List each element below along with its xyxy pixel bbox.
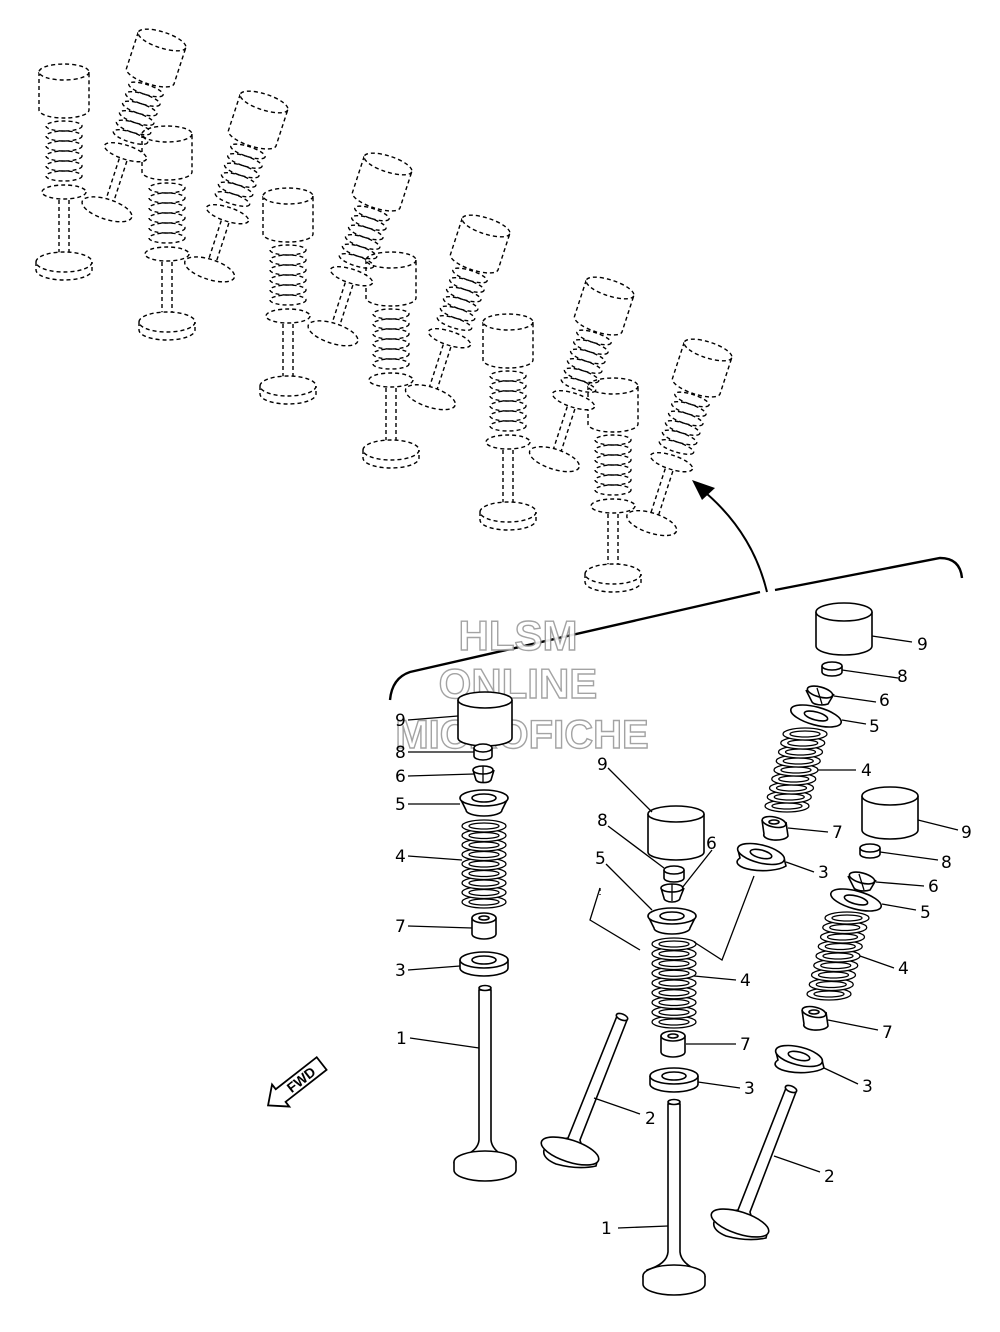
- callout-left-4: 4: [395, 847, 406, 867]
- exhaust-valve-outline: [183, 90, 289, 283]
- callout-left-9: 9: [395, 711, 406, 731]
- exhaust-valve-outline: [404, 214, 511, 411]
- intake-valve: [453, 984, 517, 1182]
- callout-mid-1: 1: [601, 1219, 612, 1239]
- intake-valve-outline: [259, 187, 317, 405]
- intake-valve-outline: [35, 63, 93, 281]
- intake-valve-outline: [479, 313, 537, 531]
- valve-stem-seal: [471, 912, 497, 940]
- valve-spring-retainer: [829, 888, 883, 912]
- callout-left-7: 7: [395, 917, 406, 937]
- spring-seat: [774, 1044, 825, 1074]
- callout-tr-5: 5: [869, 717, 880, 737]
- valve-spring-retainer: [789, 704, 843, 728]
- callout-tr-6: 6: [879, 691, 890, 711]
- valve-spring: [764, 727, 828, 813]
- valve-spring-retainer: [647, 907, 697, 935]
- exhaust-valve: [710, 1084, 798, 1241]
- callout-r-9: 9: [961, 823, 972, 843]
- callout-mid-6: 6: [706, 834, 717, 854]
- valve-spring: [651, 937, 697, 1029]
- callout-r-6: 6: [928, 877, 939, 897]
- valve-lifter: [861, 786, 919, 840]
- valve-stem-seal: [801, 1005, 829, 1031]
- callout-mid-8: 8: [597, 811, 608, 831]
- callout-mid-5: 5: [595, 849, 606, 869]
- valve-pad: [663, 865, 685, 883]
- watermark: HLSM ONLINE MICROFICHE: [395, 611, 650, 757]
- spring-seat: [459, 951, 509, 977]
- callout-r-7: 7: [882, 1023, 893, 1043]
- valve-assembly-middle: [540, 805, 755, 1296]
- callout-left-5: 5: [395, 795, 406, 815]
- callout-left-1: 1: [396, 1029, 407, 1049]
- callout-r-5: 5: [920, 903, 931, 923]
- callout-mid-3: 3: [744, 1079, 755, 1099]
- intake-valve: [642, 1098, 706, 1296]
- valve-lifter: [647, 805, 705, 861]
- intake-valve-outline: [138, 125, 196, 341]
- callout-tr-8: 8: [897, 667, 908, 687]
- callout-r-8: 8: [941, 853, 952, 873]
- intake-valve-outline: [362, 251, 420, 469]
- exhaust-valve: [540, 1012, 629, 1169]
- part-callouts: 9 8 6 5 4 7 3 1 9 8 6 5 4 7 3 2 1 9: [395, 635, 972, 1239]
- detail-bracket: [388, 480, 964, 701]
- valve-stem-seal: [761, 815, 789, 841]
- callout-tr-9: 9: [917, 635, 928, 655]
- callout-r-4: 4: [898, 959, 909, 979]
- callout-left-6: 6: [395, 767, 406, 787]
- valve-spring-retainer: [459, 789, 509, 817]
- exhaust-valve-assembly-top-right: [736, 602, 873, 872]
- callout-left-3: 3: [395, 961, 406, 981]
- callout-r-2: 2: [824, 1167, 835, 1187]
- exhaust-valve-outline: [528, 276, 635, 473]
- spring-seat: [649, 1067, 699, 1093]
- arrow-head: [692, 480, 715, 500]
- valve-pad: [473, 743, 493, 761]
- intake-valve-assembly-left: [453, 691, 517, 1182]
- watermark-line-1: HLSM: [459, 612, 578, 659]
- valve-cotter: [472, 765, 495, 784]
- watermark-line-3: MICROFICHE: [395, 713, 648, 757]
- forward-direction-indicator: FWD: [266, 1055, 328, 1108]
- valve-lifter: [457, 691, 513, 747]
- exhaust-valve-outline: [307, 152, 413, 347]
- exhaust-valve-assembly-right: [710, 786, 919, 1241]
- valve-spring: [806, 911, 870, 1001]
- valve-cotter: [847, 871, 877, 892]
- callout-tr-3: 3: [818, 863, 829, 883]
- callout-mid-9: 9: [597, 755, 608, 775]
- engine-valve-set-overview: [35, 28, 733, 593]
- callout-left-8: 8: [395, 743, 406, 763]
- valve-cotter: [660, 883, 685, 903]
- valve-stem-seal: [660, 1030, 686, 1058]
- callout-mid-4: 4: [740, 971, 751, 991]
- spring-seat: [736, 842, 787, 872]
- valve-spring: [461, 819, 507, 909]
- watermark-line-2: ONLINE: [439, 660, 598, 707]
- valve-pad: [859, 843, 881, 859]
- callout-mid-7: 7: [740, 1035, 751, 1055]
- callout-tr-7: 7: [832, 823, 843, 843]
- callout-r-3: 3: [862, 1077, 873, 1097]
- valve-lifter: [815, 602, 873, 656]
- valve-pad: [821, 661, 843, 677]
- callout-mid-2: 2: [645, 1109, 656, 1129]
- callout-tr-4: 4: [861, 761, 872, 781]
- exhaust-valve-outline: [81, 28, 187, 223]
- valve-cotter: [805, 685, 835, 706]
- exhaust-valve-outline: [626, 338, 733, 537]
- intake-valve-outline: [584, 377, 642, 593]
